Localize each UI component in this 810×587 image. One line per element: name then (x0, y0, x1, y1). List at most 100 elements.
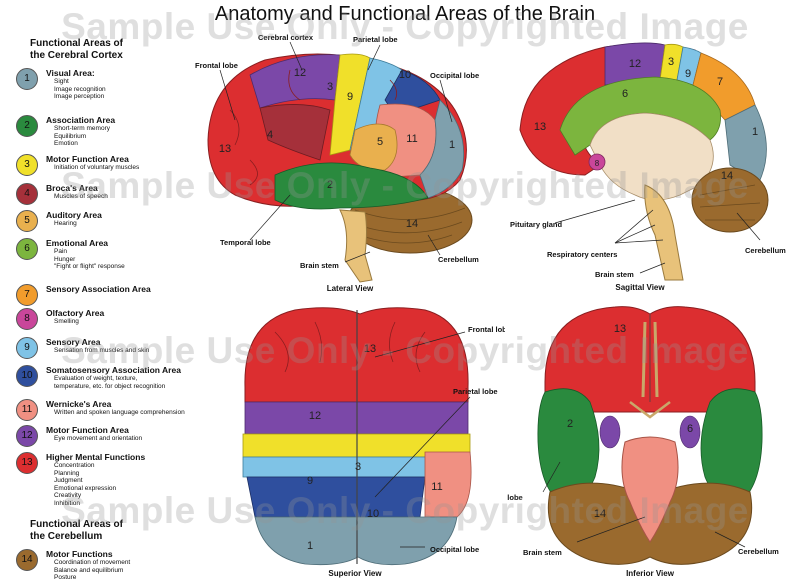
svg-text:1: 1 (449, 139, 455, 151)
svg-text:6: 6 (687, 423, 693, 435)
legend-item-title: Sensory Area (46, 337, 101, 347)
legend-item-desc: Equilibrium (54, 132, 87, 140)
lateral-area-1 (419, 99, 465, 199)
svg-text:12: 12 (309, 410, 321, 422)
legend-item-desc: Short-term memory (54, 125, 110, 132)
lateral-label-parietal: Parietal lobe (353, 35, 398, 44)
sagittal-tissue (589, 112, 714, 201)
svg-text:4: 4 (267, 129, 273, 141)
legend-item-desc: Smelling (54, 318, 79, 325)
legend-item-desc: Sensation from muscles and skin (54, 347, 150, 354)
svg-text:7: 7 (717, 76, 723, 88)
legend-heading-cerebellum-line1: Functional Areas of (30, 519, 123, 530)
legend-item-title: Olfactory Area (46, 308, 105, 318)
sagittal-cerebellum (691, 167, 769, 233)
legend-item-title: Visual Area: (46, 68, 95, 78)
superior-label-occipital: Occipital lobe (430, 545, 479, 554)
legend-item-desc: Inhibition (54, 499, 81, 507)
svg-text:12: 12 (294, 67, 306, 79)
legend-badge: 2 (16, 115, 38, 137)
legend-badge: 13 (16, 452, 38, 474)
legend-item-title: Sensory Association Area (46, 284, 151, 294)
lateral-label-temporal: Temporal lobe (220, 238, 271, 247)
sagittal-area-8 (588, 153, 606, 171)
legend-item-title: Wernicke's Area (46, 399, 112, 409)
superior-view-label: Superior View (328, 569, 382, 578)
lateral-brain-stem (339, 209, 373, 283)
legend-item-desc: "Fight or flight" response (54, 263, 125, 271)
legend-item-title: Motor Function Area (46, 425, 129, 435)
inferior-label-temporal: Temporal lobe (505, 493, 523, 502)
legend-item-desc: Balance and equilibrium (54, 566, 124, 574)
svg-text:10: 10 (367, 508, 379, 520)
lateral-label-frontal: Frontal lobe (195, 61, 238, 70)
legend-badge: 9 (16, 337, 38, 359)
svg-text:13: 13 (219, 143, 231, 155)
svg-text:11: 11 (406, 133, 417, 145)
inferior-view-label: Inferior View (626, 569, 674, 578)
legend-item-desc: Hunger (54, 255, 76, 263)
lateral-area-2 (274, 162, 429, 210)
superior-label-frontal: Frontal lobe (468, 325, 505, 334)
legend-item-title: Higher Mental Functions (46, 452, 146, 462)
svg-text:10: 10 (399, 69, 411, 81)
svg-text:6: 6 (622, 88, 628, 100)
legend-heading-cerebellum-line2: the Cerebellum (30, 531, 103, 542)
legend-badge: 3 (16, 154, 38, 176)
lateral-area-4 (259, 104, 331, 161)
legend-item-desc: Sight (54, 78, 69, 85)
svg-text:2: 2 (567, 418, 573, 430)
legend-heading-cortex-line1: Functional Areas of (30, 38, 123, 49)
svg-text:9: 9 (307, 475, 313, 487)
svg-text:1: 1 (307, 540, 313, 552)
svg-text:9: 9 (685, 68, 691, 80)
legend-item-desc: Planning (54, 469, 80, 477)
svg-text:13: 13 (364, 343, 376, 355)
lateral-label-stem: Brain stem (300, 261, 339, 270)
sagittal-label-cerebellum: Cerebellum (745, 246, 786, 255)
sagittal-view-label: Sagittal View (615, 283, 665, 292)
legend-badge: 14 (16, 549, 38, 571)
svg-text:3: 3 (668, 56, 674, 68)
svg-text:8: 8 (595, 159, 600, 168)
svg-text:14: 14 (406, 218, 418, 230)
inferior-label-stem: Brain stem (523, 548, 562, 557)
legend-badge: 12 (16, 425, 38, 447)
legend-item-desc: Evaluation of weight, texture, (54, 375, 138, 382)
legend-item-desc: Eye movement and orientation (54, 435, 143, 442)
legend-badge: 6 (16, 238, 38, 260)
sagittal-label-stem: Brain stem (595, 270, 634, 279)
legend-item-desc: Written and spoken language comprehensio… (54, 409, 185, 416)
legend-item-desc: temperature, etc. for object recognition (54, 382, 166, 390)
legend-item-title: Motor Function Area (46, 154, 129, 164)
legend-item-desc: Muscles of speech (54, 193, 108, 200)
lateral-label-cerebellum: Cerebellum (438, 255, 479, 264)
legend-badge: 1 (16, 68, 38, 90)
svg-text:5: 5 (377, 136, 383, 148)
inferior-area-12-left (599, 415, 621, 449)
svg-text:1: 1 (752, 126, 758, 138)
legend-item-desc: Emotional expression (54, 484, 117, 492)
legend-item-desc: Concentration (54, 462, 95, 469)
legend-badge: 7 (16, 284, 38, 306)
lateral-area-3 (329, 53, 371, 156)
svg-text:3: 3 (355, 461, 361, 473)
svg-text:13: 13 (614, 323, 626, 335)
svg-text:2: 2 (327, 179, 333, 191)
